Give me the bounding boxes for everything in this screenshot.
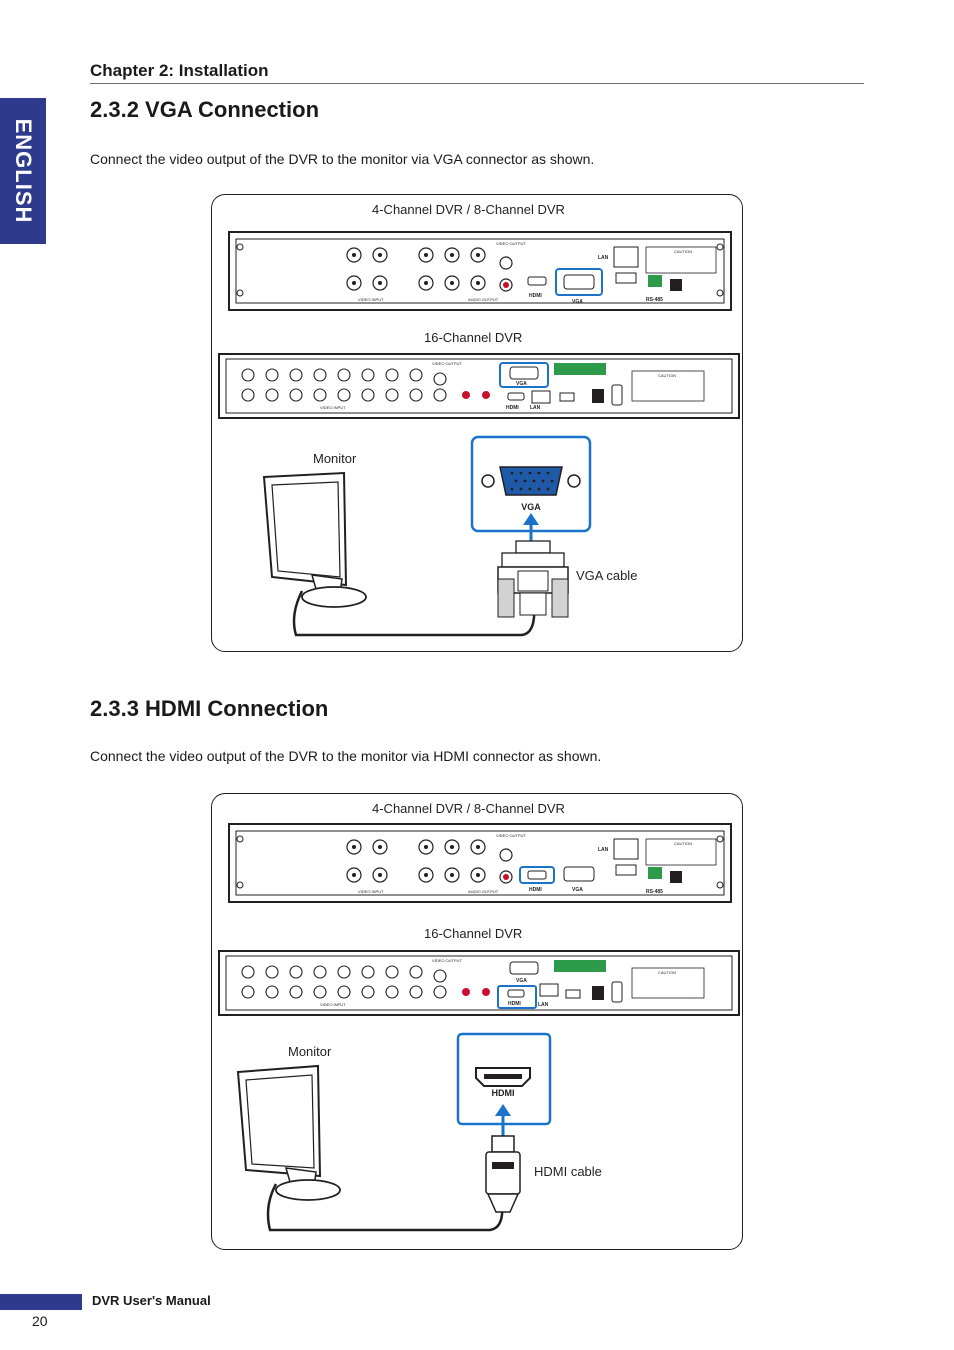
svg-text:LAN: LAN xyxy=(598,847,609,853)
svg-text:HDMI: HDMI xyxy=(529,293,542,299)
chapter-title: Chapter 2: Installation xyxy=(90,61,269,80)
hdmi-connector-callout: HDMI xyxy=(456,1032,552,1126)
svg-text:HDMI: HDMI xyxy=(492,1088,515,1098)
figure-label-16-channel: 16-Channel DVR xyxy=(424,330,523,345)
vga-connector-callout: VGA xyxy=(470,435,592,533)
section-body-vga: Connect the video output of the DVR to t… xyxy=(90,151,595,167)
dvr-rear-panel-16ch: VIDEO INPUT VIDEO OUTPUT VGA HDMI LAN CA… xyxy=(218,950,740,1016)
svg-text:RS-485: RS-485 xyxy=(646,889,663,895)
footer-accent-bar xyxy=(0,1294,82,1310)
svg-text:VIDEO OUTPUT: VIDEO OUTPUT xyxy=(432,958,463,963)
svg-text:VGA: VGA xyxy=(521,502,541,512)
dvr-rear-panel-16ch-drawing: VIDEO INPUT VIDEO OUTPUT VGA HDMI LAN CA… xyxy=(225,955,733,1011)
figure-label-16-channel: 16-Channel DVR xyxy=(424,926,523,941)
figure-label-4-8-channel: 4-Channel DVR / 8-Channel DVR xyxy=(372,801,565,816)
svg-text:LAN: LAN xyxy=(538,1002,549,1008)
svg-text:VGA: VGA xyxy=(572,299,583,305)
svg-text:VGA: VGA xyxy=(516,381,527,387)
footer-manual-title: DVR User's Manual xyxy=(92,1293,211,1308)
page-number: 20 xyxy=(32,1313,48,1329)
monitor-label: Monitor xyxy=(288,1044,332,1059)
section-body-hdmi: Connect the video output of the DVR to t… xyxy=(90,748,602,764)
svg-text:VIDEO INPUT: VIDEO INPUT xyxy=(358,297,384,302)
hdmi-cable-plug xyxy=(485,1135,521,1213)
svg-text:VIDEO OUTPUT: VIDEO OUTPUT xyxy=(432,361,463,366)
dvr-rear-panel-4-8ch-drawing: VIDEO OUTPUT VIDEO INPUT AUDIO OUTPUT HD… xyxy=(235,830,725,896)
svg-text:HDMI: HDMI xyxy=(508,1001,521,1007)
dvr-rear-panel-4-8ch: VIDEO OUTPUT VIDEO INPUT AUDIO OUTPUT HD… xyxy=(228,823,732,903)
svg-text:VGA: VGA xyxy=(516,978,527,984)
svg-text:VIDEO INPUT: VIDEO INPUT xyxy=(320,405,346,410)
dvr-rear-panel-16ch: VIDEO INPUT VIDEO OUTPUT VGA HDMI LAN CA… xyxy=(218,353,740,419)
section-heading-vga: 2.3.2 VGA Connection xyxy=(90,97,320,122)
svg-text:LAN: LAN xyxy=(598,255,609,261)
svg-text:VGA: VGA xyxy=(572,887,583,893)
svg-text:VIDEO INPUT: VIDEO INPUT xyxy=(320,1002,346,1007)
svg-text:CAUTION: CAUTION xyxy=(658,373,676,378)
svg-text:HDMI: HDMI xyxy=(506,405,519,411)
svg-text:AUDIO OUTPUT: AUDIO OUTPUT xyxy=(468,297,499,302)
svg-text:AUDIO OUTPUT: AUDIO OUTPUT xyxy=(468,889,499,894)
vga-connection-figure: 4-Channel DVR / 8-Channel DVR VIDEO OUTP… xyxy=(211,194,743,652)
chapter-divider xyxy=(90,83,864,84)
vga-monitor-cable-drawing: VGA xyxy=(262,435,592,637)
dvr-rear-panel-4-8ch: VIDEO OUTPUT VIDEO INPUT AUDIO OUTPUT HD… xyxy=(228,231,732,311)
svg-text:CAUTION: CAUTION xyxy=(674,249,692,254)
svg-text:VIDEO OUTPUT: VIDEO OUTPUT xyxy=(496,241,527,246)
monitor-icon xyxy=(236,1064,341,1201)
vga-cable-plug xyxy=(497,540,569,618)
svg-text:CAUTION: CAUTION xyxy=(658,970,676,975)
vga-cable-label: VGA cable xyxy=(576,568,638,583)
language-tab-label: ENGLISH xyxy=(11,118,36,224)
dvr-rear-panel-16ch-drawing: VIDEO INPUT VIDEO OUTPUT VGA HDMI LAN CA… xyxy=(225,358,733,414)
figure-label-4-8-channel: 4-Channel DVR / 8-Channel DVR xyxy=(372,202,565,217)
section-heading-hdmi: 2.3.3 HDMI Connection xyxy=(90,696,329,721)
language-tab: ENGLISH xyxy=(0,98,46,244)
svg-text:HDMI: HDMI xyxy=(529,887,542,893)
monitor-label: Monitor xyxy=(313,451,357,466)
svg-text:RS-485: RS-485 xyxy=(646,297,663,303)
monitor-icon xyxy=(262,471,367,608)
svg-text:CAUTION: CAUTION xyxy=(674,841,692,846)
hdmi-connection-figure: 4-Channel DVR / 8-Channel DVR VIDEO OUTP… xyxy=(211,793,743,1250)
svg-text:VIDEO OUTPUT: VIDEO OUTPUT xyxy=(496,833,527,838)
dvr-rear-panel-4-8ch-drawing: VIDEO OUTPUT VIDEO INPUT AUDIO OUTPUT HD… xyxy=(235,238,725,305)
hdmi-cable-label: HDMI cable xyxy=(534,1164,602,1179)
upload-arrow xyxy=(495,1104,511,1136)
svg-text:LAN: LAN xyxy=(530,405,541,411)
svg-text:VIDEO INPUT: VIDEO INPUT xyxy=(358,889,384,894)
hdmi-monitor-cable-drawing: HDMI xyxy=(236,1032,552,1232)
